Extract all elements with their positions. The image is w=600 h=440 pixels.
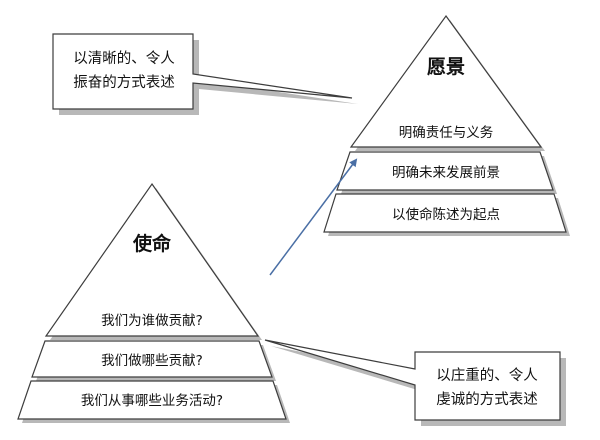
vision-callout-line-2: 振奋的方式表述 xyxy=(73,74,175,91)
vision-callout-line-1: 以清晰的、令人 xyxy=(73,50,175,67)
mission-pyramid: 使命 我们为谁做贡献? 我们做哪些贡献? 我们从事哪些业务活动? xyxy=(17,182,290,423)
mission-tier-3-label: 我们从事哪些业务活动? xyxy=(81,393,223,409)
vision-title: 愿景 xyxy=(427,56,465,78)
mission-apex-triangle xyxy=(44,182,260,337)
vision-tier-3-label: 以使命陈述为起点 xyxy=(392,206,500,223)
mission-tier-2-label: 我们做哪些贡献? xyxy=(101,353,203,369)
vision-callout: 以清晰的、令人 振奋的方式表述 xyxy=(52,33,358,115)
vision-tier-2 xyxy=(336,151,554,191)
mission-tier-3 xyxy=(17,380,287,420)
mission-callout-line-1: 以庄重的、令人 xyxy=(436,366,538,384)
vision-callout-box xyxy=(52,33,353,110)
vision-tier-2-label: 明确未来发展前景 xyxy=(392,164,500,181)
mission-callout-line-2: 虔诚的方式表述 xyxy=(436,391,538,408)
connector-arrow xyxy=(269,158,358,276)
vision-apex-triangle xyxy=(349,14,543,148)
mission-title: 使命 xyxy=(132,232,172,255)
mission-callout: 以庄重的、令人 虔诚的方式表述 xyxy=(264,339,566,426)
vision-pyramid: 愿景 明确责任与义务 明确未来发展前景 以使命陈述为起点 xyxy=(323,14,570,236)
vision-tier-1-label: 明确责任与义务 xyxy=(399,125,494,141)
vision-tier-3 xyxy=(323,193,567,233)
mission-tier-2 xyxy=(31,340,273,378)
mission-tier-1-label: 我们为谁做贡献? xyxy=(101,313,203,329)
mission-callout-box xyxy=(264,339,561,421)
